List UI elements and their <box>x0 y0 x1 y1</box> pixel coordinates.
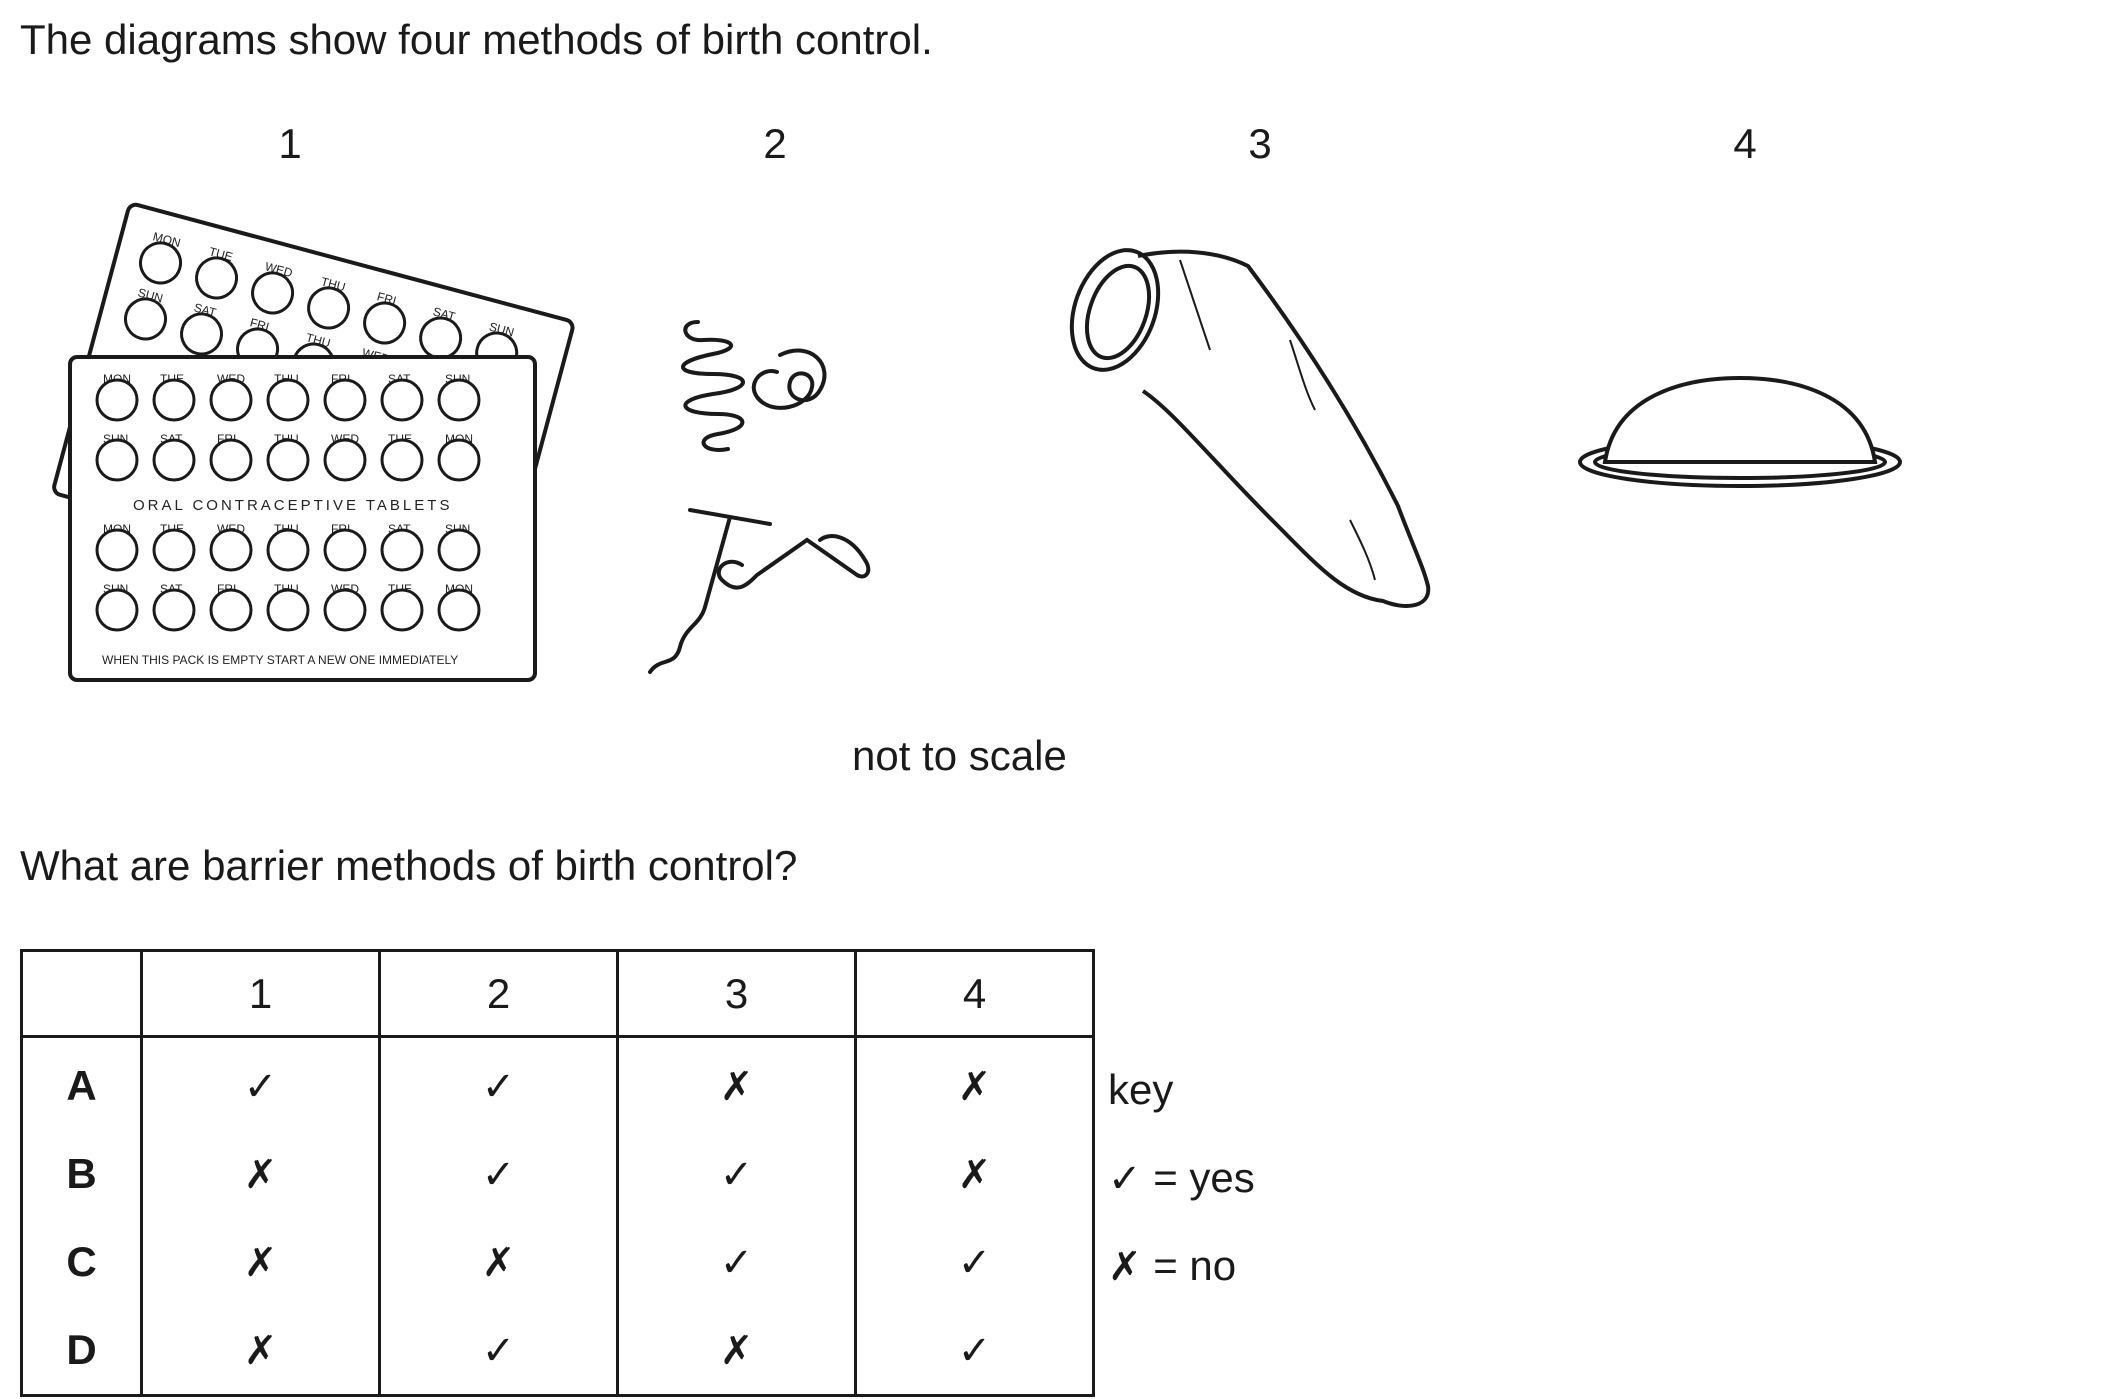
pill-blister <box>95 378 139 422</box>
pill-blister <box>95 528 139 572</box>
pill-blister <box>95 588 139 632</box>
pill-blister <box>380 438 424 482</box>
mark-cell: ✗ <box>243 1152 278 1198</box>
pill-blister <box>266 438 310 482</box>
mark-cell: ✗ <box>719 1064 754 1110</box>
condom-rim <box>1069 248 1161 372</box>
pill-blister <box>380 378 424 422</box>
pill-blister <box>380 528 424 572</box>
column-header-3: 3 <box>616 950 856 1038</box>
key-no-text: = no <box>1153 1242 1237 1289</box>
spiral-iud <box>681 320 745 452</box>
mark-cell: ✗ <box>243 1240 278 1286</box>
figure-number-4: 4 <box>1733 120 1757 167</box>
iud-figure <box>648 320 871 674</box>
answer-table: 1 2 3 4 A ✓ ✓ ✗ ✗ B ✗ ✓ ✓ ✗ C ✗ ✗ ✓ ✓ D … <box>20 949 1095 1397</box>
mark-cell: ✓ <box>243 1064 278 1110</box>
pill-blister <box>437 528 481 572</box>
pill-blister <box>152 528 196 572</box>
mark-cell: ✓ <box>481 1328 516 1374</box>
pill-blister <box>209 438 253 482</box>
column-header-2: 2 <box>378 950 618 1038</box>
t-shaped-iud <box>648 508 772 674</box>
mark-cell: ✓ <box>719 1240 754 1286</box>
question-text: What are barrier methods of birth contro… <box>20 842 798 889</box>
pill-blister <box>209 588 253 632</box>
option-label-a[interactable]: A <box>66 1062 97 1109</box>
pill-blister <box>437 588 481 632</box>
check-icon: ✓ <box>1108 1156 1142 1202</box>
mark-cell: ✓ <box>957 1240 992 1286</box>
copper-t-iud <box>716 534 871 590</box>
table-corner-cell <box>21 950 142 1038</box>
key-yes: ✓ = yes <box>1108 1152 1255 1205</box>
table-row-a[interactable]: A ✓ ✓ ✗ ✗ <box>22 1036 1094 1130</box>
pill-blister <box>152 588 196 632</box>
pill-pack-middle-label: ORAL CONTRACEPTIVE TABLETS <box>133 497 452 514</box>
column-header-4: 4 <box>854 950 1094 1038</box>
intro-text: The diagrams show four methods of birth … <box>20 16 933 63</box>
pill-blister <box>209 528 253 572</box>
diaphragm-figure <box>1578 375 1902 488</box>
pill-blister <box>266 378 310 422</box>
key-title: key <box>1108 1066 1174 1113</box>
condom-figure <box>1069 248 1431 608</box>
front-pill-pack: MONTUEWEDTHUFRISATSUNSUNSATFRITHUWEDTUEM… <box>68 355 537 682</box>
pill-blister <box>209 378 253 422</box>
pill-blister <box>323 438 367 482</box>
pill-blister <box>323 588 367 632</box>
figure-number-2: 2 <box>763 120 787 167</box>
cross-icon: ✗ <box>1108 1244 1142 1290</box>
table-row-d[interactable]: D ✗ ✓ ✗ ✓ <box>22 1306 1094 1396</box>
table-row-b[interactable]: B ✗ ✓ ✓ ✗ <box>22 1130 1094 1218</box>
mark-cell: ✓ <box>957 1328 992 1374</box>
column-header-1: 1 <box>140 950 380 1038</box>
key-yes-text: = yes <box>1153 1154 1255 1201</box>
table-row-c[interactable]: C ✗ ✗ ✓ ✓ <box>22 1218 1094 1306</box>
coil-iud <box>751 348 827 410</box>
pill-blister <box>180 312 224 356</box>
table-header-row: 1 2 3 4 <box>21 950 1094 1038</box>
diaphragm-dome <box>1602 375 1878 464</box>
pill-blister <box>266 588 310 632</box>
mark-cell: ✗ <box>481 1240 516 1286</box>
figure-number-3: 3 <box>1248 120 1272 167</box>
key-no: ✗ = no <box>1108 1240 1236 1293</box>
mark-cell: ✗ <box>719 1328 754 1374</box>
pill-blister <box>437 378 481 422</box>
pill-blister <box>307 286 351 330</box>
pill-blister <box>266 528 310 572</box>
pill-blister <box>139 241 183 285</box>
pill-blister <box>363 301 407 345</box>
mark-cell: ✗ <box>243 1328 278 1374</box>
option-label-c[interactable]: C <box>66 1238 97 1285</box>
not-to-scale-note: not to scale <box>852 732 1067 779</box>
figure-number-1: 1 <box>278 120 302 167</box>
pill-blister <box>437 438 481 482</box>
pill-blister <box>152 438 196 482</box>
option-label-b[interactable]: B <box>66 1150 97 1197</box>
pill-blister <box>195 256 239 300</box>
option-label-d[interactable]: D <box>66 1326 97 1373</box>
pill-pack-figure: MONTUEWEDTHUFRISATSUNSUNSATFRITHUWEDTUEM… <box>52 202 575 682</box>
pill-pack-footer-label: WHEN THIS PACK IS EMPTY START A NEW ONE … <box>102 653 458 667</box>
mark-cell: ✓ <box>481 1152 516 1198</box>
mark-cell: ✗ <box>957 1152 992 1198</box>
pill-blister <box>323 528 367 572</box>
mark-cell: ✗ <box>957 1064 992 1110</box>
mark-cell: ✓ <box>719 1152 754 1198</box>
pill-blister <box>380 588 424 632</box>
condom-body <box>1137 249 1431 608</box>
pill-blister <box>251 271 295 315</box>
mark-cell: ✓ <box>481 1064 516 1110</box>
pill-blister <box>323 378 367 422</box>
pill-blister <box>124 297 168 341</box>
pill-blister <box>152 378 196 422</box>
pill-blister <box>95 438 139 482</box>
